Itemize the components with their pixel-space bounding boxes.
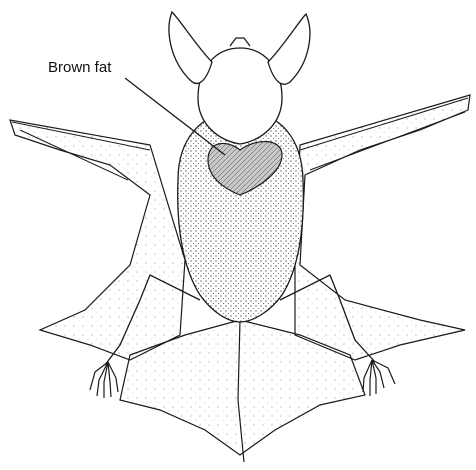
left-foot xyxy=(90,362,118,398)
left-ear xyxy=(169,12,212,83)
left-wing xyxy=(10,120,185,360)
right-wing xyxy=(295,95,470,360)
right-ear xyxy=(268,14,310,84)
brown-fat-label: Brown fat xyxy=(48,59,112,76)
right-foot xyxy=(363,360,395,396)
bat-snout xyxy=(230,38,250,46)
